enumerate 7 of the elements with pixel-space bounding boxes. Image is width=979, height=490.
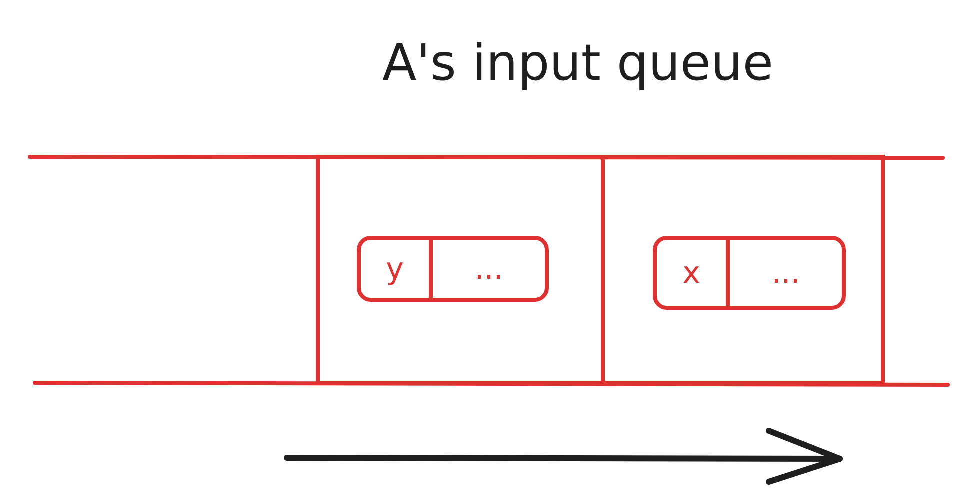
message-box	[357, 236, 549, 302]
message-payload-text: ...	[772, 256, 800, 290]
message-box	[653, 236, 846, 310]
message-key-text: x	[682, 256, 700, 290]
diagram-title: A's input queue	[382, 34, 774, 92]
message-key-text: y	[386, 252, 404, 286]
message-payload-text: ...	[474, 252, 504, 286]
